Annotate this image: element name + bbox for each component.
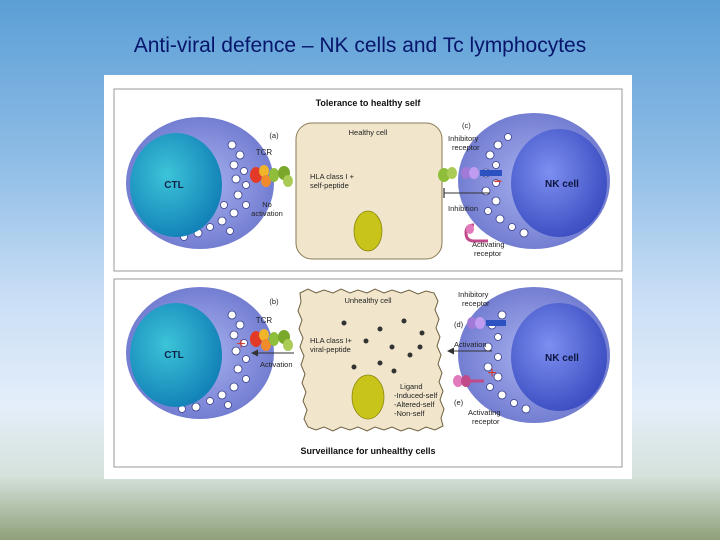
no-activation-line2: activation	[251, 209, 283, 218]
panel-label-a: (a)	[269, 131, 279, 140]
tcr-label-top: TCR	[256, 148, 273, 157]
ctl-cell-top: CTL	[126, 117, 274, 249]
activating-receptor-top-line2: receptor	[474, 249, 502, 258]
ctl-label-bottom: CTL	[164, 350, 183, 361]
ctl-cell-bottom: CTL	[126, 287, 274, 419]
unhealthy-cell-nucleus	[352, 375, 384, 419]
activation-label-ctl: Activation	[260, 360, 293, 369]
tcr-label-bottom: TCR	[256, 316, 273, 325]
activation-label-nk: Activation	[454, 340, 487, 349]
activating-receptor-bottom-line2: receptor	[472, 417, 500, 426]
ligand-non-self: -Non-self	[394, 409, 425, 418]
hla-self-line2: self-peptide	[310, 181, 349, 190]
figure-svg: Tolerance to healthy self CTL TCR No act…	[104, 75, 632, 479]
no-activation-line1: No	[262, 200, 272, 209]
nk-label-top: NK cell	[545, 179, 579, 190]
panel-label-c: (c)	[462, 121, 471, 130]
bottom-heading: Surveillance for unhealthy cells	[300, 446, 435, 456]
top-heading: Tolerance to healthy self	[316, 98, 422, 108]
activating-receptor-top-line1: Activating	[472, 240, 505, 249]
ligand-induced-self: -Induced-self	[394, 391, 438, 400]
unhealthy-cell-label: Unhealthy cell	[344, 296, 391, 305]
hla-viral-line1: HLA class I+	[310, 336, 353, 345]
nk-label-bottom: NK cell	[545, 353, 579, 364]
panel-label-d: (d)	[454, 320, 464, 329]
plus-sign-ctl: +	[236, 336, 245, 353]
minus-sign: −	[494, 173, 502, 189]
inhibitory-receptor-top-line2: receptor	[452, 143, 480, 152]
inhibitory-receptor-bottom-line2: receptor	[462, 299, 490, 308]
nk-cell-top: NK cell	[458, 113, 610, 249]
inhibitory-receptor-top-line1: Inhibitory	[448, 134, 479, 143]
hla-self-line1: HLA class I +	[310, 172, 355, 181]
healthy-cell-nucleus	[354, 211, 382, 251]
ligand-label: Ligand	[400, 382, 423, 391]
nk-ctl-figure: Tolerance to healthy self CTL TCR No act…	[104, 75, 632, 479]
inhibitory-receptor-bottom-line1: Inhibitory	[458, 290, 489, 299]
healthy-target-cell	[296, 123, 442, 259]
hla-viral-line2: viral-peptide	[310, 345, 351, 354]
ligand-altered-self: -Altered-self	[394, 400, 435, 409]
plus-sign-nk: +	[487, 365, 496, 382]
inhibition-label: Inhibition	[448, 204, 478, 213]
slide-title: Anti-viral defence – NK cells and Tc lym…	[0, 34, 720, 58]
panel-label-b: (b)	[269, 297, 279, 306]
ctl-label-top: CTL	[164, 180, 183, 191]
healthy-cell-label: Healthy cell	[349, 128, 388, 137]
activating-receptor-bottom-line1: Activating	[468, 408, 501, 417]
panel-label-e: (e)	[454, 398, 464, 407]
